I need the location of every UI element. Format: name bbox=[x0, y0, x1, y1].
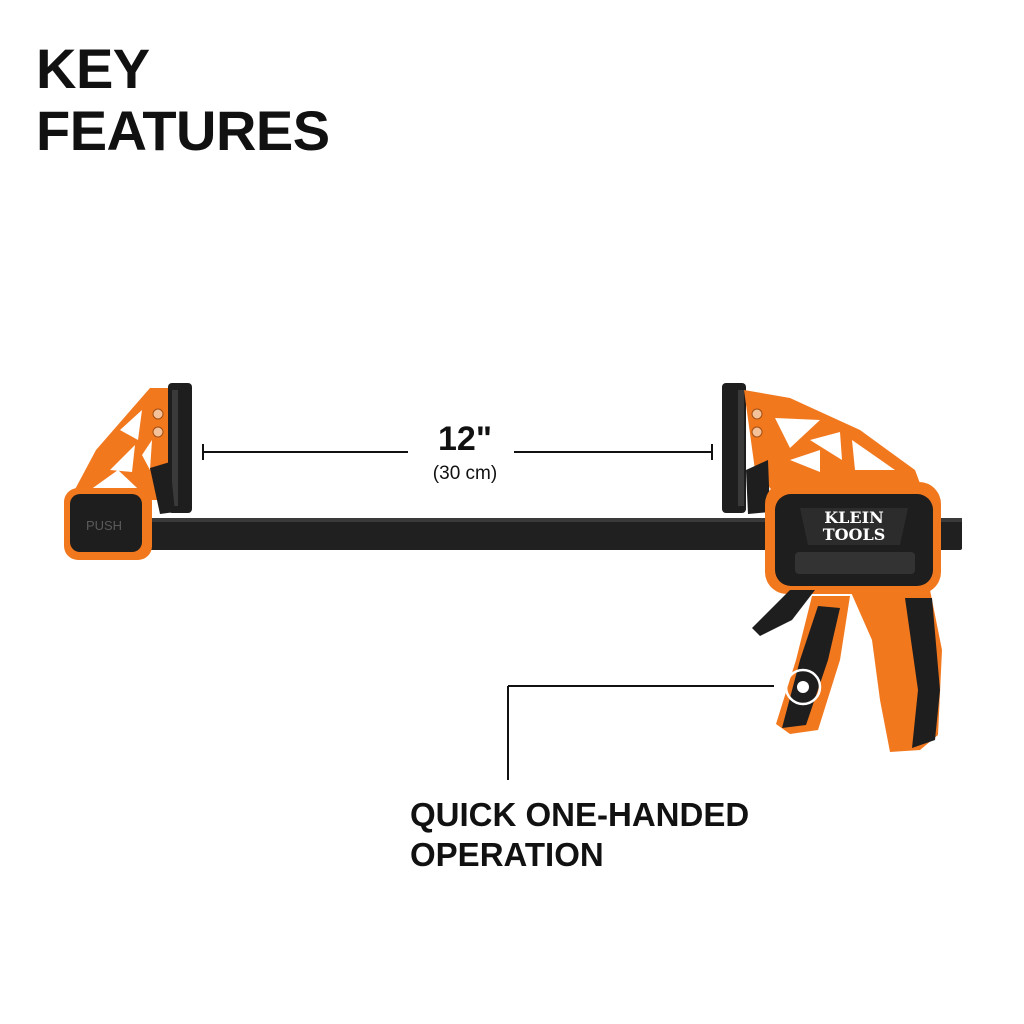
page-title-line-1: KEY bbox=[36, 37, 150, 100]
circle-dot-icon bbox=[784, 668, 822, 706]
feature-callout-line-1: QUICK ONE-HANDED bbox=[410, 796, 750, 833]
push-pad bbox=[70, 494, 142, 552]
dimension-value: 12" bbox=[438, 420, 492, 458]
left-jaw: PUSH bbox=[64, 383, 192, 560]
brand-logo-line-1: KLEIN bbox=[824, 508, 883, 527]
feature-callout: QUICK ONE-HANDED OPERATION bbox=[410, 795, 749, 875]
release-lever bbox=[752, 590, 815, 636]
dimension-metric: (30 cm) bbox=[432, 463, 498, 484]
right-jaw: KLEIN TOOLS bbox=[722, 383, 942, 752]
page-title: KEY FEATURES bbox=[36, 38, 330, 162]
page-title-line-2: FEATURES bbox=[36, 99, 330, 162]
feature-callout-line-2: OPERATION bbox=[410, 836, 604, 873]
push-pad-label: PUSH bbox=[86, 518, 122, 533]
callout-leader bbox=[507, 685, 774, 780]
dimension-indicator bbox=[202, 444, 713, 460]
brand-logo-line-2: TOOLS bbox=[823, 525, 886, 544]
clamp-bar bbox=[92, 518, 962, 550]
